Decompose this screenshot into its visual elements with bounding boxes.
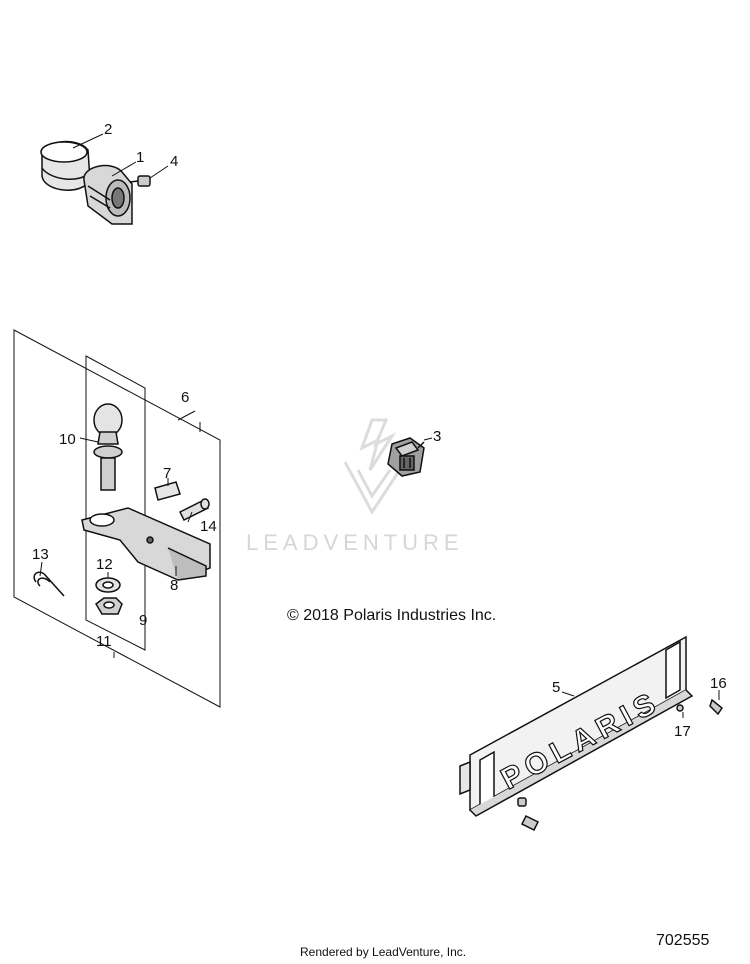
callout-1: 1 bbox=[136, 149, 144, 166]
leader-lines-plate bbox=[423, 437, 720, 718]
diagram-id: 702555 bbox=[656, 932, 710, 949]
callout-16: 16 bbox=[710, 675, 727, 692]
rendered-by-text: Rendered by LeadVenture, Inc. bbox=[300, 945, 467, 959]
callout-6: 6 bbox=[181, 389, 189, 406]
part-10-hitch-ball bbox=[93, 403, 123, 491]
callout-5: 5 bbox=[552, 679, 560, 696]
callout-8: 8 bbox=[170, 577, 178, 594]
copyright-text: © 2018 Polaris Industries Inc. bbox=[287, 607, 497, 624]
watermark-text: LEADVENTURE bbox=[246, 530, 464, 555]
part-1-housing bbox=[83, 164, 133, 225]
callout-9: 9 bbox=[139, 612, 147, 629]
callout-14: 14 bbox=[200, 518, 217, 535]
callout-17: 17 bbox=[674, 723, 691, 740]
callout-12: 12 bbox=[96, 556, 113, 573]
part-11-nut bbox=[95, 597, 123, 615]
part-4-screw bbox=[129, 175, 151, 187]
callout-10: 10 bbox=[59, 431, 76, 448]
leader-lines-top bbox=[72, 133, 169, 179]
part-14-pin bbox=[178, 498, 210, 522]
hitch-frame-6 bbox=[13, 329, 221, 708]
callout-13: 13 bbox=[32, 546, 49, 563]
callout-labels: 1 2 3 4 5 6 7 8 9 10 11 12 13 14 16 17 bbox=[32, 121, 727, 740]
screws-plate bbox=[517, 698, 724, 832]
callout-7: 7 bbox=[163, 465, 171, 482]
part-7-shim bbox=[154, 481, 181, 501]
watermark-logo bbox=[343, 418, 407, 515]
callout-4: 4 bbox=[170, 153, 178, 170]
part-3-connector bbox=[387, 437, 425, 477]
leader-lines-hitch bbox=[39, 437, 193, 578]
part-8-drawbar bbox=[81, 507, 211, 581]
part-13-clip bbox=[33, 571, 65, 597]
part-12-washer bbox=[95, 577, 121, 593]
callout-11: 11 bbox=[96, 633, 112, 650]
part-5-plate-bracket bbox=[459, 635, 694, 817]
callout-2: 2 bbox=[104, 121, 112, 138]
part-2-ring bbox=[40, 140, 91, 191]
callout-3: 3 bbox=[433, 428, 441, 445]
